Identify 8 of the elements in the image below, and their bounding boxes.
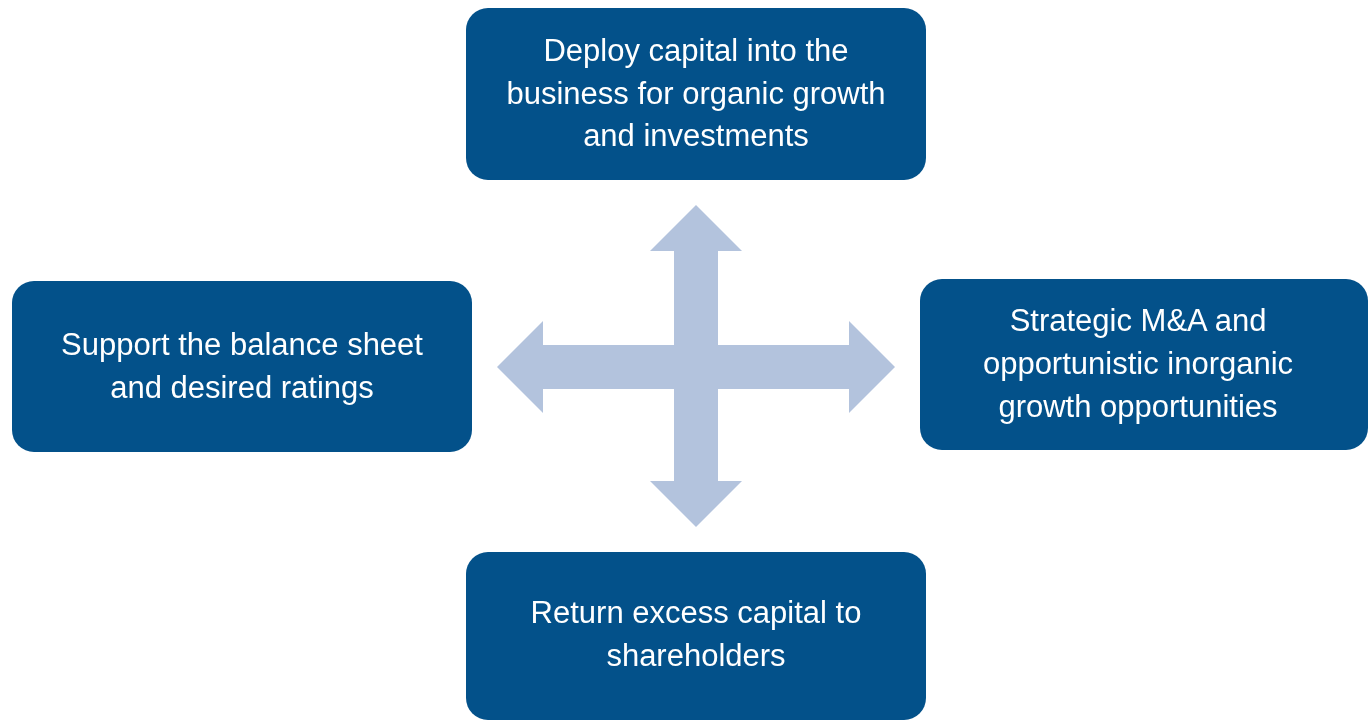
- box-text: Support the balance sheet and desired ratings: [60, 325, 424, 407]
- process-box: [466, 552, 926, 720]
- process-box: [466, 8, 926, 180]
- box-text: Return excess capital to shareholders: [529, 594, 863, 675]
- process-box: [920, 279, 1368, 450]
- process-box: [12, 281, 472, 452]
- box-text: Strategic M&A and opportunistic inorganic growth opportunities: [981, 302, 1295, 426]
- box-text: Deploy capital into the business for organic growth and investments: [505, 31, 887, 156]
